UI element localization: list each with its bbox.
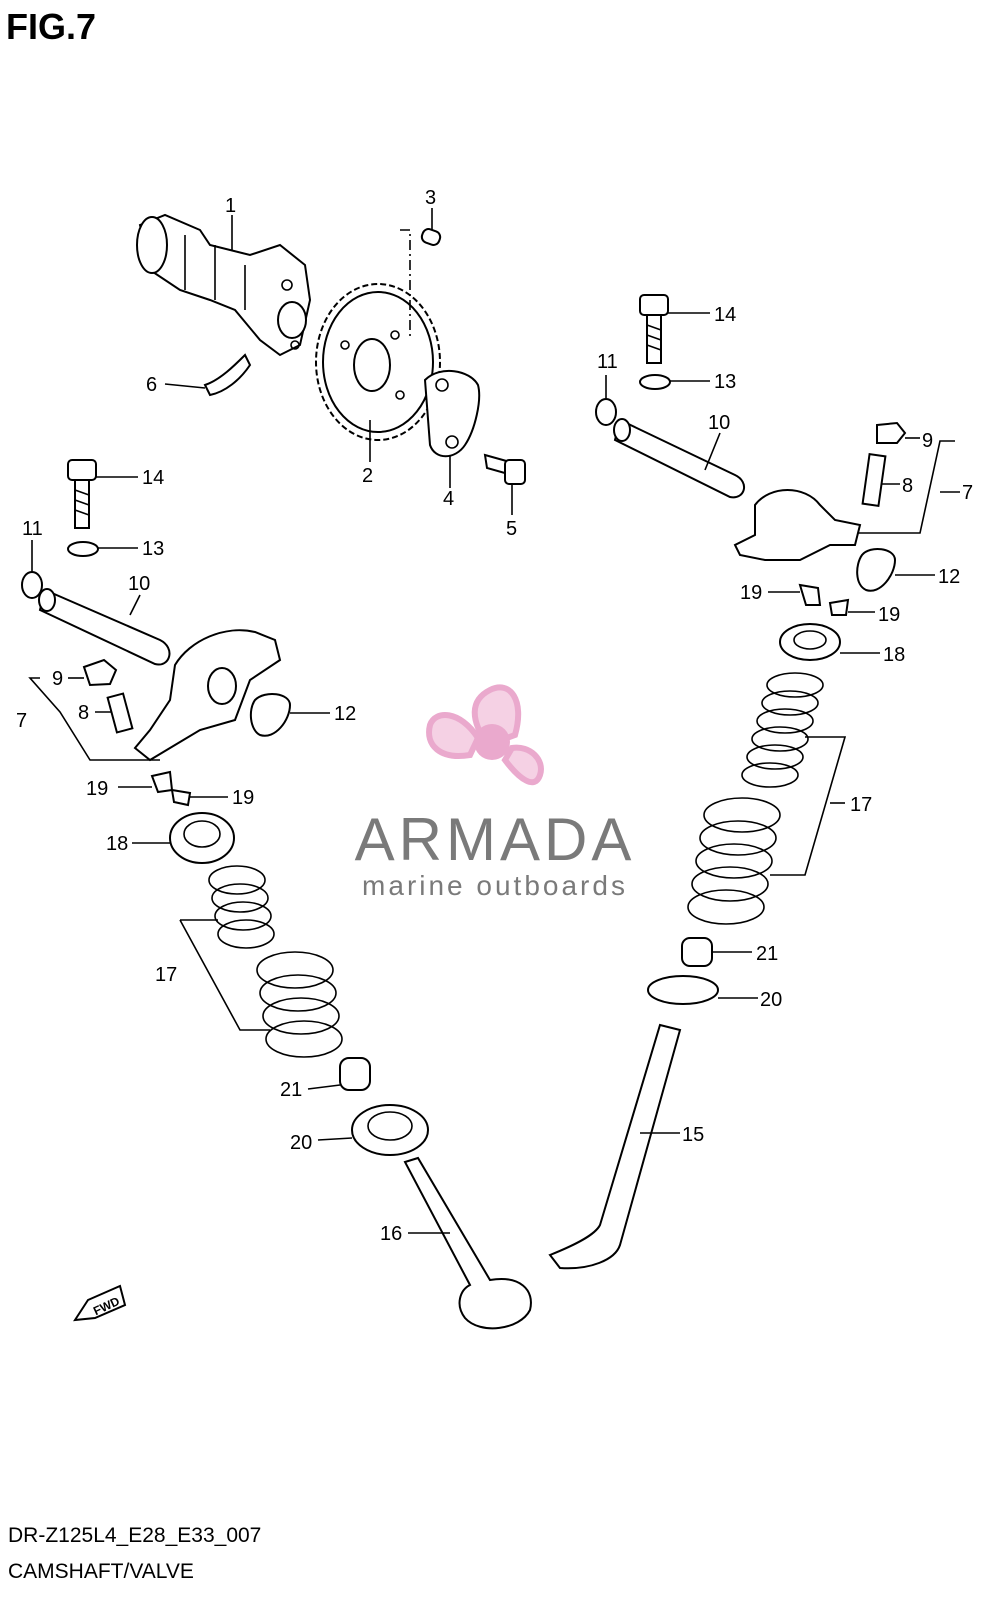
callout-19-right-a: 19 [740,582,762,604]
callout-12-right: 12 [938,566,960,588]
callout-15: 15 [682,1124,704,1146]
callout-3: 3 [425,187,436,209]
callout-10-left: 10 [128,573,150,595]
callout-18-left: 18 [106,833,128,855]
callout-18-right: 18 [883,644,905,666]
callout-13-right: 13 [714,371,736,393]
figure-label: FIG.7 [6,6,97,47]
diagram-code: DR-Z125L4_E28_E33_007 [8,1524,262,1547]
callout-13-left: 13 [142,538,164,560]
callout-14-right: 14 [714,304,736,326]
callout-19-left-b: 19 [232,787,254,809]
callout-20-right: 20 [760,989,782,1011]
callout-8-left: 8 [78,702,89,724]
callout-14-left: 14 [142,467,164,489]
callout-19-right-b: 19 [878,604,900,626]
callout-11-left: 11 [22,518,43,540]
section-name: CAMSHAFT/VALVE [8,1560,194,1583]
callouts: 1 2 3 4 5 6 14 13 11 10 9 8 7 12 19 19 1… [16,187,973,1245]
pin-part [400,228,442,340]
callout-19-left-a: 19 [86,778,108,800]
callout-7-right: 7 [962,482,973,504]
callout-16: 16 [380,1223,402,1245]
callout-7-left: 7 [16,710,27,732]
sprocket-plate-part [423,369,481,458]
camshaft-part [136,213,312,357]
callout-4: 4 [443,488,454,510]
callout-8-right: 8 [902,475,913,497]
callout-21-right: 21 [756,943,778,965]
cam-key-part [203,353,252,397]
callout-17-left: 17 [155,964,177,986]
sprocket-bolt-part [483,453,526,485]
watermark-tagline: marine outboards [362,870,628,901]
forward-direction-arrow: FWD [73,1284,127,1322]
callout-9-right: 9 [922,430,933,452]
callout-10-right: 10 [708,412,730,434]
callout-11-right: 11 [597,351,618,373]
callout-6: 6 [146,374,157,396]
callout-17-right: 17 [850,794,872,816]
callout-1: 1 [225,195,236,217]
callout-2: 2 [362,465,373,487]
callout-12-left: 12 [334,703,356,725]
left-rocker-assembly [21,459,532,1330]
callout-21-left: 21 [280,1079,302,1101]
cam-sprocket-part [315,283,441,441]
right-rocker-assembly [548,294,907,1270]
watermark-brand: ARMADA [354,806,636,873]
callout-5: 5 [506,518,517,540]
callout-20-left: 20 [290,1132,312,1154]
watermark-logo [426,684,544,786]
leader-lines [28,208,960,1234]
callout-9-left: 9 [52,668,63,690]
